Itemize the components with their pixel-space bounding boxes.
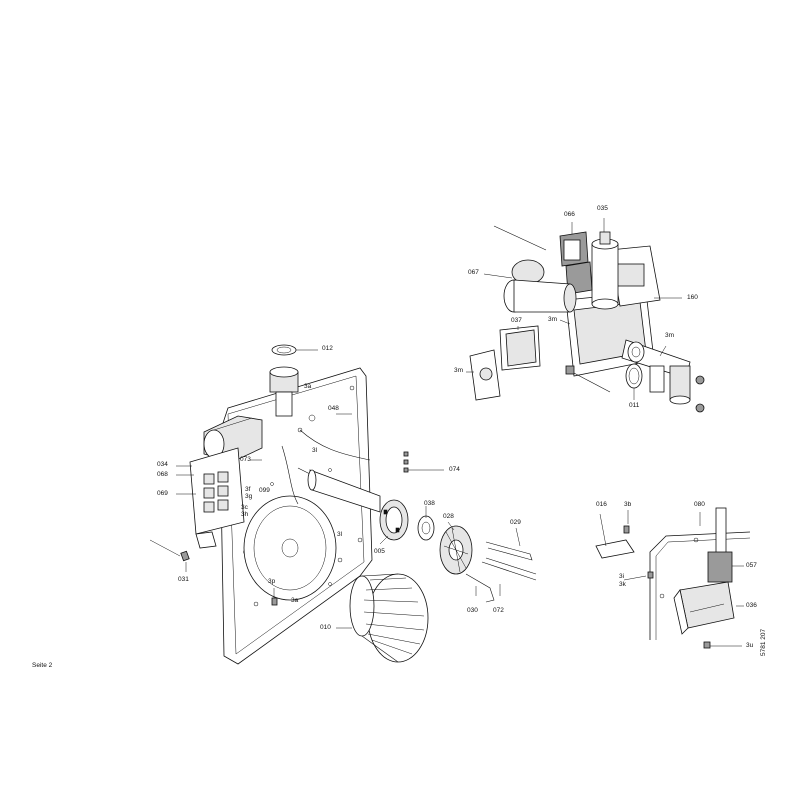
- callout-3m-right: 3m: [665, 332, 675, 339]
- flange-adapter: [469, 349, 501, 401]
- swirler: [439, 525, 473, 575]
- loose-screws: [180, 451, 409, 606]
- callout-3a-top: 3a: [304, 383, 312, 390]
- callout-067: 067: [468, 269, 479, 276]
- filter-plate: [499, 325, 541, 371]
- callout-3k: 3k: [619, 581, 626, 588]
- callout-016: 016: [596, 501, 607, 508]
- callout-030: 030: [467, 607, 478, 614]
- callout-048: 048: [328, 405, 339, 412]
- callout-3i: 3i: [619, 573, 625, 580]
- burner-head: [379, 499, 409, 541]
- callout-3m-top: 3m: [548, 316, 558, 323]
- detail-ignition-transformer: [673, 581, 735, 635]
- detail-cable-tube: [707, 507, 733, 583]
- leader-lines-detail: [599, 510, 744, 647]
- gasket-ring: [625, 363, 643, 389]
- callout-012: 012: [322, 345, 333, 352]
- callout-005: 005: [374, 548, 385, 555]
- page-label: Seite 2: [32, 662, 53, 669]
- callout-074: 074: [449, 466, 460, 473]
- detail-mounting-plate: [595, 525, 635, 559]
- electrode-rods: [465, 557, 537, 603]
- connection-fitting: [269, 344, 318, 417]
- callout-031: 031: [178, 576, 189, 583]
- callout-034: 034: [157, 461, 168, 468]
- callout-3a-low: 3a: [291, 597, 299, 604]
- callout-036: 036: [746, 602, 757, 609]
- callout-037: 037: [511, 317, 522, 324]
- callout-3l-low: 3l: [337, 531, 343, 538]
- callout-3c: 3c: [241, 504, 248, 511]
- leader-lines-left: [149, 413, 521, 629]
- leader-lines-valve: [466, 218, 682, 400]
- callout-010: 010: [320, 624, 331, 631]
- callout-3p: 3p: [268, 578, 276, 585]
- baffle-disk: [417, 515, 435, 541]
- callout-3m-left: 3m: [454, 367, 464, 374]
- ignition-electrode: [485, 541, 533, 561]
- callout-080: 080: [694, 501, 705, 508]
- callout-3h: 3h: [241, 511, 249, 518]
- callout-3f: 3f: [245, 486, 251, 493]
- burner-motor: [203, 415, 263, 463]
- document-number: 5781 207: [760, 628, 767, 656]
- callout-011: 011: [629, 402, 640, 409]
- callout-3b: 3b: [624, 501, 632, 508]
- gas-outlet-pipe: [621, 339, 705, 413]
- blast-tube: [307, 469, 381, 513]
- callout-3u: 3u: [746, 642, 754, 649]
- callout-035: 035: [597, 205, 608, 212]
- terminal-block: [189, 447, 245, 549]
- ball-valve: [493, 225, 577, 313]
- callout-068: 068: [157, 471, 168, 478]
- bottom-bolt: [565, 365, 611, 393]
- callout-3l-mid: 3l: [312, 447, 318, 454]
- callout-028: 028: [443, 513, 454, 520]
- callout-057: 057: [746, 562, 757, 569]
- callout-038: 038: [424, 500, 435, 507]
- pressure-regulator: [591, 231, 619, 310]
- plate-flange: [243, 495, 337, 601]
- callout-099: 099: [259, 487, 270, 494]
- callout-073: 073: [240, 456, 251, 463]
- fan-wheel: [349, 573, 429, 663]
- callout-160: 160: [687, 294, 698, 301]
- callout-072: 072: [493, 607, 504, 614]
- detail-screws: [647, 571, 711, 649]
- callout-066: 066: [564, 211, 575, 218]
- callout-3g: 3g: [245, 493, 253, 500]
- callout-029: 029: [510, 519, 521, 526]
- callout-069: 069: [157, 490, 168, 497]
